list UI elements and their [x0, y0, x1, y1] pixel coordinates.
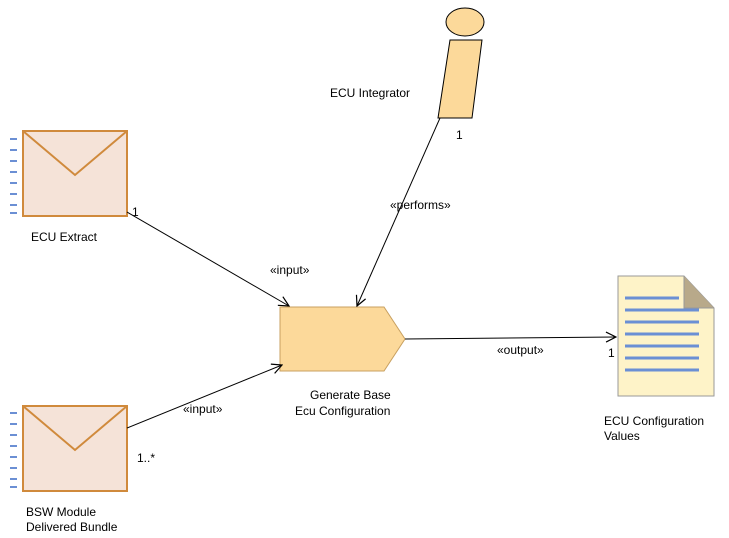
role-head-icon: [445, 7, 485, 37]
connector-output[interactable]: «output» 1: [404, 337, 616, 360]
work-product-bsw-bundle[interactable]: BSW Module Delivered Bundle: [10, 405, 128, 534]
connector-input-bundle[interactable]: «input» 1..*: [126, 365, 282, 465]
envelope-flap: [22, 405, 128, 452]
input-extract-stereotype: «input»: [270, 263, 310, 277]
input-bundle-multiplicity: 1..*: [137, 451, 155, 465]
task-label-line2: Ecu Configuration: [295, 404, 390, 418]
connector-performs[interactable]: «performs» 1: [357, 117, 463, 306]
input-bundle-stereotype: «input»: [183, 402, 223, 416]
output-multiplicity: 1: [608, 346, 615, 360]
work-product-ecu-extract[interactable]: ECU Extract: [10, 130, 128, 244]
bsw-bundle-dash-marks: [10, 412, 17, 488]
document-ecu-configuration-values[interactable]: ECU Configuration Values: [604, 275, 715, 443]
task-icon: [279, 306, 406, 372]
input-extract-line: [126, 211, 289, 306]
envelope-flap: [22, 130, 128, 177]
input-extract-multiplicity: 1: [132, 205, 139, 219]
ecu-extract-label: ECU Extract: [31, 230, 98, 244]
input-bundle-line: [126, 365, 282, 429]
task-label-line1: Generate Base: [310, 388, 391, 402]
output-line: [404, 337, 616, 339]
document-corner-fold: [683, 276, 714, 309]
document-label-line1: ECU Configuration: [604, 414, 704, 428]
bsw-bundle-label-line1: BSW Module: [26, 505, 96, 519]
document-text-lines: [625, 296, 699, 372]
performs-multiplicity: 1: [456, 128, 463, 142]
performs-stereotype: «performs»: [390, 198, 451, 212]
performs-line: [357, 117, 441, 306]
output-stereotype: «output»: [497, 343, 544, 357]
bsw-bundle-label-line2: Delivered Bundle: [26, 520, 118, 534]
connector-input-extract[interactable]: «input» 1: [126, 205, 310, 306]
role-body-icon: [437, 39, 483, 119]
document-label-line2: Values: [604, 429, 640, 443]
task-generate-base-ecu-configuration[interactable]: Generate Base Ecu Configuration: [279, 306, 406, 418]
role-label: ECU Integrator: [330, 86, 410, 100]
role-ecu-integrator[interactable]: ECU Integrator: [330, 7, 485, 119]
ecu-extract-dash-marks: [10, 138, 17, 214]
